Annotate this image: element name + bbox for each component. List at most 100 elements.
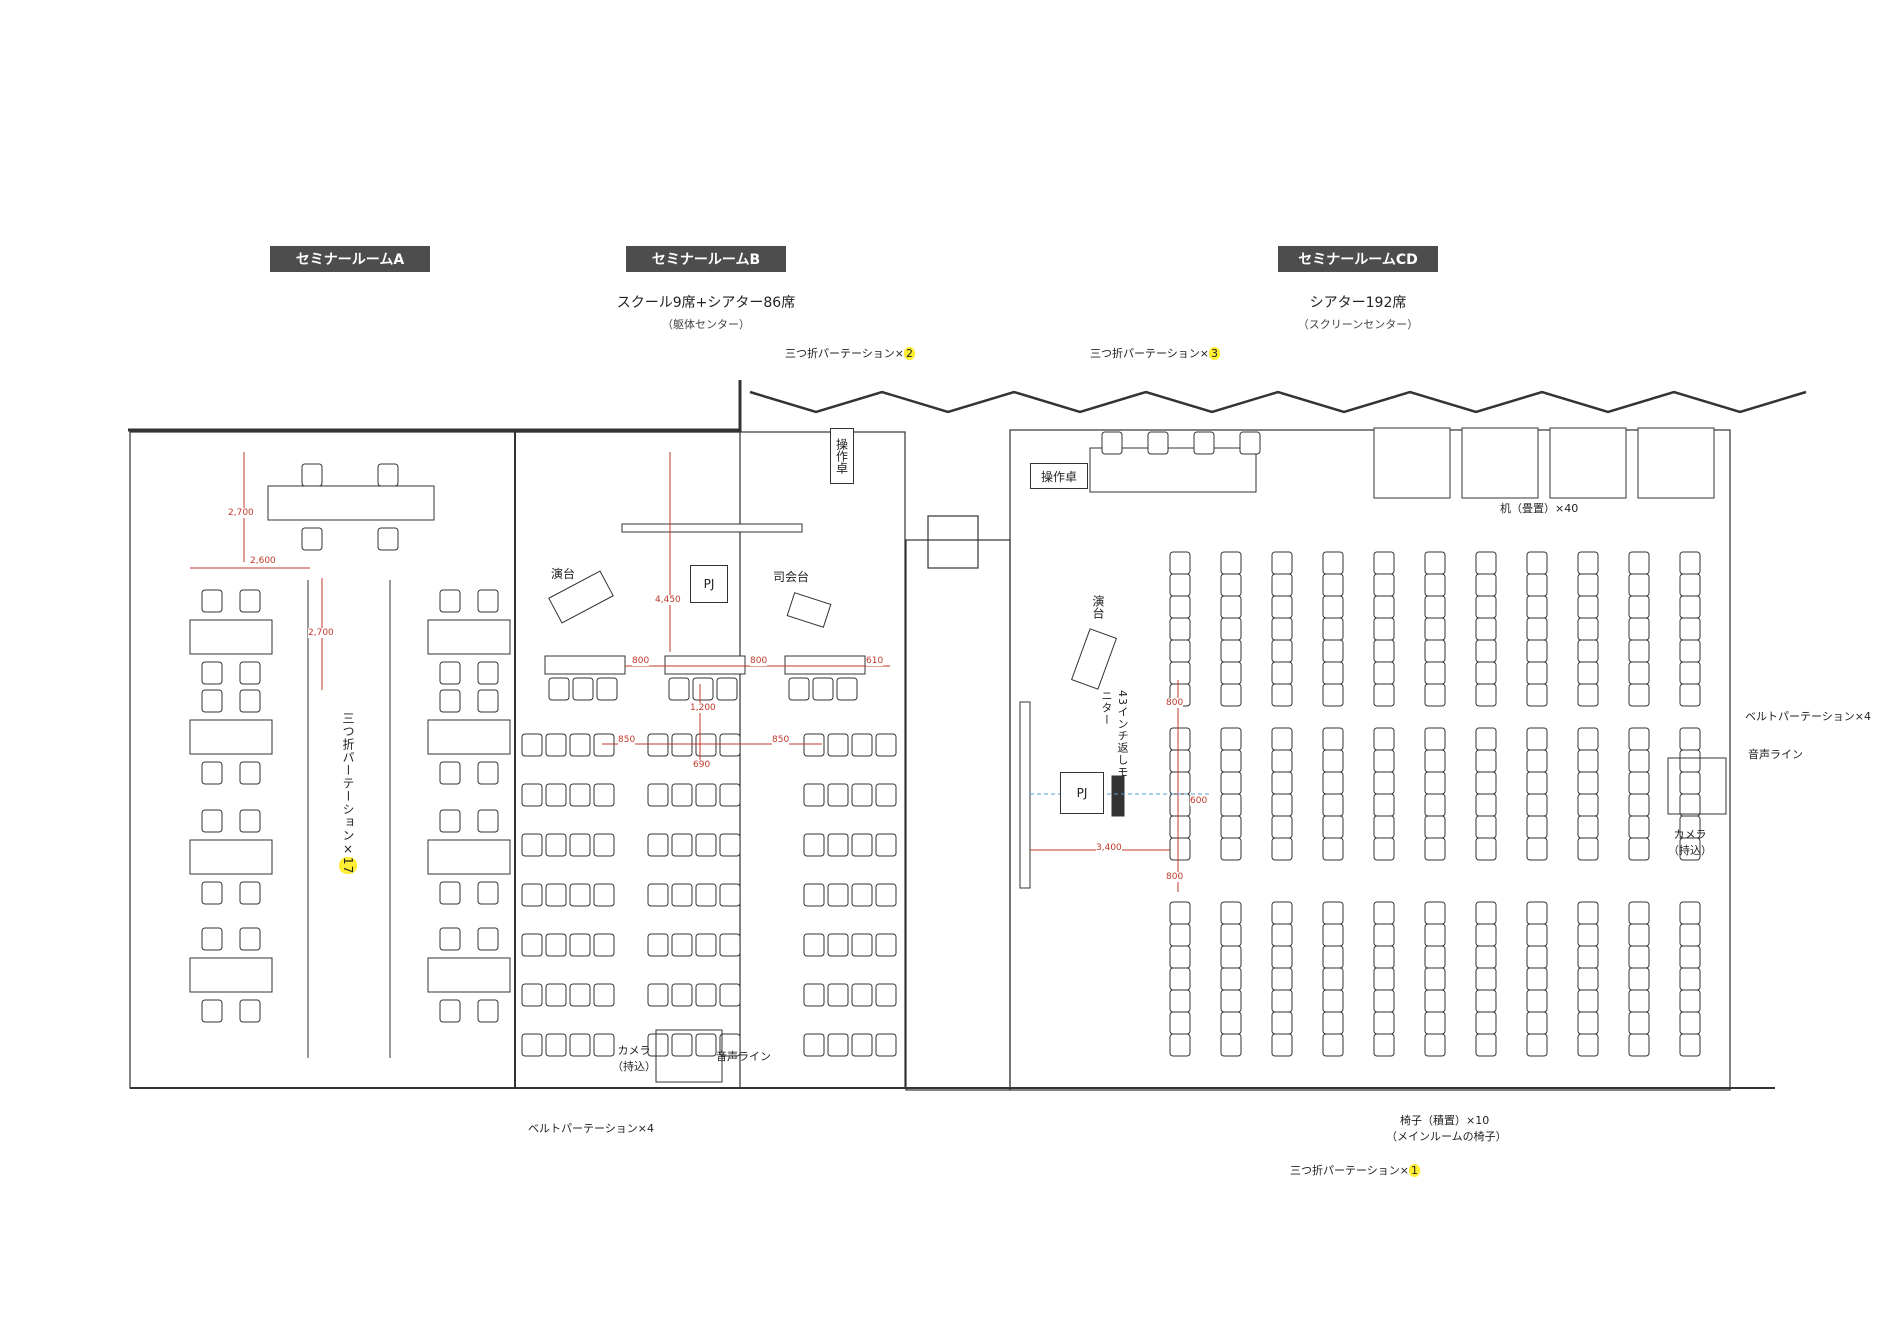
chair-b-r5-b2-c1: [827, 983, 849, 1007]
desk-stack-cd-0: [1373, 427, 1451, 499]
chair-b-r4-b1-c1: [671, 933, 693, 957]
chair-cd-b2-c2-r4: [1271, 989, 1293, 1013]
chair-cd-b2-c7-r0: [1526, 901, 1548, 925]
chair-cd-b2-c8-r2: [1577, 945, 1599, 969]
chair-cd-b2-c10-r5: [1679, 1011, 1701, 1035]
chair-b-r3-b1-c1: [671, 883, 693, 907]
chair-b-r6-b0-c0: [521, 1033, 543, 1057]
chair-cd-b0-c2-r0: [1271, 551, 1293, 575]
chair-cd-b1-c6-r2: [1475, 771, 1497, 795]
chair-b-r5-b0-c2: [569, 983, 591, 1007]
chair-cd-b0-c10-r2: [1679, 595, 1701, 619]
chair-b-r6-b1-c2: [695, 1033, 717, 1057]
chair-b-r2-b2-c3: [875, 833, 897, 857]
chair-b-r2-b1-c1: [671, 833, 693, 857]
desk-a-right-2: [427, 839, 511, 875]
chair-b-r3-b0-c0: [521, 883, 543, 907]
chair-cd-b2-c6-r4: [1475, 989, 1497, 1013]
chair-b-r2-b0-c1: [545, 833, 567, 857]
chair-cd-b2-c7-r2: [1526, 945, 1548, 969]
chair-cd-b0-c10-r5: [1679, 661, 1701, 685]
chair-cd-b1-c6-r0: [1475, 727, 1497, 751]
audio-b-label: 音声ライン: [716, 1050, 771, 1063]
chair-cd-b0-c6-r5: [1475, 661, 1497, 685]
chair-cd-b0-c1-r3: [1220, 617, 1242, 641]
chair-cd-b1-c9-r1: [1628, 749, 1650, 773]
chair-a-left-bot-1-1: [239, 761, 261, 785]
chair-b-r5-b1-c2: [695, 983, 717, 1007]
chair-cd-b2-c1-r3: [1220, 967, 1242, 991]
chair-cd-b1-c8-r0: [1577, 727, 1599, 751]
chair-a-right-top-2-0: [439, 809, 461, 833]
chair-cd-b2-c1-r2: [1220, 945, 1242, 969]
chair-cd-b0-c9-r0: [1628, 551, 1650, 575]
chair-a-right-bot-3-0: [439, 999, 461, 1023]
chair-cd-b1-c2-r4: [1271, 815, 1293, 839]
chair-cd-b1-c0-r4: [1169, 815, 1191, 839]
chair-cd-b0-c6-r2: [1475, 595, 1497, 619]
audio-cd-label: 音声ライン: [1748, 748, 1803, 761]
chair-cd-b1-c4-r2: [1373, 771, 1395, 795]
chair-b-r1-b1-c1: [671, 783, 693, 807]
chair-cd-b2-c5-r6: [1424, 1033, 1446, 1057]
chair-cd-b0-c3-r6: [1322, 683, 1344, 707]
chair-cd-b0-c7-r1: [1526, 573, 1548, 597]
chair-cd-b0-c5-r5: [1424, 661, 1446, 685]
chair-a-left-bot-0-0: [201, 661, 223, 685]
desk-stack-cd-1: [1461, 427, 1539, 499]
chair-b-r4-b2-c2: [851, 933, 873, 957]
podium-cd: [1070, 628, 1118, 690]
chair-cd-b0-c7-r4: [1526, 639, 1548, 663]
dim-cd-800-2: 800: [1166, 872, 1184, 882]
chair-b-r0-b1-c2: [695, 733, 717, 757]
chair-a-right-top-1-0: [439, 689, 461, 713]
chair-b-r4-b2-c1: [827, 933, 849, 957]
chair-b-r3-b0-c2: [569, 883, 591, 907]
chair-cd-b0-c6-r0: [1475, 551, 1497, 575]
chair-cd-b2-c7-r4: [1526, 989, 1548, 1013]
desk-stack-cd-2: [1549, 427, 1627, 499]
chair-cd-b2-c5-r2: [1424, 945, 1446, 969]
chair-b-r4-b0-c1: [545, 933, 567, 957]
chair-b-r1-b2-c0: [803, 783, 825, 807]
partition-label-b: 三つ折パーテーション×2: [785, 345, 915, 361]
chair-b-r0-b2-c1: [827, 733, 849, 757]
chair-cd-b1-c3-r4: [1322, 815, 1344, 839]
chair-cd-b0-c0-r1: [1169, 573, 1191, 597]
chair-b-r0-b1-c0: [647, 733, 669, 757]
chair-cd-b2-c9-r6: [1628, 1033, 1650, 1057]
chair-b-r4-b1-c3: [719, 933, 741, 957]
chair-cd-b1-c3-r0: [1322, 727, 1344, 751]
chair-a-head-1: [377, 463, 399, 487]
chair-cd-b0-c8-r5: [1577, 661, 1599, 685]
chair-a-left-top-1-0: [201, 689, 223, 713]
chair-cd-b2-c0-r2: [1169, 945, 1191, 969]
chair-cd-b1-c1-r3: [1220, 793, 1242, 817]
chair-b-r0-b2-c2: [851, 733, 873, 757]
podium-b-label: 演台: [551, 567, 576, 581]
chair-cd-b2-c4-r3: [1373, 967, 1395, 991]
mc-stand-label: 司会台: [773, 570, 810, 584]
chair-cd-b0-c2-r4: [1271, 639, 1293, 663]
chair-a-left-bot-3-0: [201, 999, 223, 1023]
chair-b-r4-b2-c3: [875, 933, 897, 957]
desk-a-right-3: [427, 957, 511, 993]
desk-a-left-0: [189, 619, 273, 655]
chair-cd-b0-c1-r1: [1220, 573, 1242, 597]
chair-cd-b2-c6-r0: [1475, 901, 1497, 925]
chair-cd-b1-c2-r2: [1271, 771, 1293, 795]
chair-cd-b2-c9-r5: [1628, 1011, 1650, 1035]
chair-cd-b0-c10-r6: [1679, 683, 1701, 707]
chair-cd-b1-c5-r3: [1424, 793, 1446, 817]
room-cd-note: （スクリーンセンター）: [1297, 318, 1419, 331]
chair-cd-b1-c9-r5: [1628, 837, 1650, 861]
chair-b-r4-b2-c0: [803, 933, 825, 957]
room-a-title: セミナールームA: [270, 246, 430, 272]
chair-cd-b2-c3-r5: [1322, 1011, 1344, 1035]
chair-cd-b0-c1-r2: [1220, 595, 1242, 619]
chair-a-head-0: [301, 463, 323, 487]
chair-cd-b0-c0-r2: [1169, 595, 1191, 619]
chair-cd-b1-c4-r0: [1373, 727, 1395, 751]
screen-b: [621, 523, 803, 533]
chair-b-r3-b0-c3: [593, 883, 615, 907]
